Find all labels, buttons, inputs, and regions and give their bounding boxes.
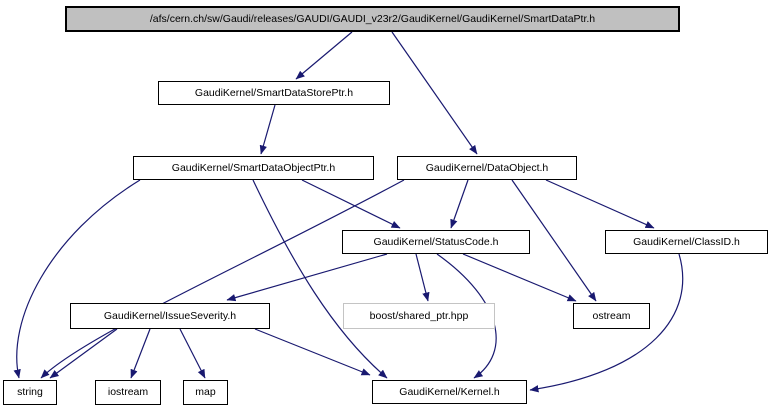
graph-node-label: GaudiKernel/IssueSeverity.h xyxy=(103,309,237,322)
graph-node-kernel[interactable]: GaudiKernel/Kernel.h xyxy=(372,380,527,404)
graph-node-classid[interactable]: GaudiKernel/ClassID.h xyxy=(605,230,768,254)
edge-smartdataobjectptr-to-string xyxy=(13,179,141,379)
graph-node-smartdatastoreptr[interactable]: GaudiKernel/SmartDataStorePtr.h xyxy=(158,81,390,105)
edge-dataobject-to-ostream xyxy=(511,179,597,302)
graph-node-label: GaudiKernel/DataObject.h xyxy=(425,161,549,174)
graph-node-label: /afs/cern.ch/sw/Gaudi/releases/GAUDI/GAU… xyxy=(149,12,596,25)
graph-node-issueseverity[interactable]: GaudiKernel/IssueSeverity.h xyxy=(70,303,270,329)
edge-dataobject-to-statuscode xyxy=(450,179,469,229)
graph-node-label: ostream xyxy=(592,309,631,322)
graph-node-label: GaudiKernel/ClassID.h xyxy=(633,235,740,248)
edge-statuscode-to-boost_shared_ptr xyxy=(415,253,430,302)
edge-dataobject-to-classid xyxy=(545,179,655,229)
edge-issueseverity-to-iostream xyxy=(130,328,151,379)
graph-node-ostream[interactable]: ostream xyxy=(573,303,650,329)
edge-classid-to-kernel xyxy=(529,253,684,393)
edge-issueseverity-to-kernel xyxy=(254,328,371,376)
graph-node-label: GaudiKernel/SmartDataStorePtr.h xyxy=(194,86,354,99)
graph-node-map[interactable]: map xyxy=(183,380,228,405)
graph-node-smartdataobjectptr[interactable]: GaudiKernel/SmartDataObjectPtr.h xyxy=(133,156,374,180)
graph-node-boost_shared_ptr: boost/shared_ptr.hpp xyxy=(343,303,495,329)
edge-statuscode-to-ostream xyxy=(462,253,577,302)
graph-node-string[interactable]: string xyxy=(3,380,57,405)
edge-issueseverity-to-map xyxy=(179,328,206,379)
graph-node-label: GaudiKernel/StatusCode.h xyxy=(373,235,499,248)
edge-smartdataptr-to-dataobject xyxy=(391,31,478,155)
edge-statuscode-to-issueseverity xyxy=(226,253,388,302)
graph-node-label: iostream xyxy=(107,386,149,399)
graph-node-statuscode[interactable]: GaudiKernel/StatusCode.h xyxy=(342,230,530,254)
edge-smartdatastoreptr-to-smartdataobjectptr xyxy=(259,104,276,155)
graph-node-label: map xyxy=(195,386,216,399)
edge-smartdataptr-to-smartdatastoreptr xyxy=(295,31,353,80)
graph-node-label: GaudiKernel/Kernel.h xyxy=(399,385,500,398)
edge-smartdataobjectptr-to-kernel xyxy=(252,179,388,379)
graph-node-label: boost/shared_ptr.hpp xyxy=(369,309,469,322)
edge-smartdataobjectptr-to-statuscode xyxy=(301,179,401,229)
graph-node-dataobject[interactable]: GaudiKernel/DataObject.h xyxy=(397,156,577,180)
graph-node-iostream[interactable]: iostream xyxy=(95,380,161,405)
edge-dataobject-to-string xyxy=(40,179,405,379)
graph-node-smartdataptr: /afs/cern.ch/sw/Gaudi/releases/GAUDI/GAU… xyxy=(65,6,680,32)
edge-issueseverity-to-string xyxy=(49,328,118,379)
graph-node-label: GaudiKernel/SmartDataObjectPtr.h xyxy=(171,161,336,174)
graph-node-label: string xyxy=(17,386,43,399)
